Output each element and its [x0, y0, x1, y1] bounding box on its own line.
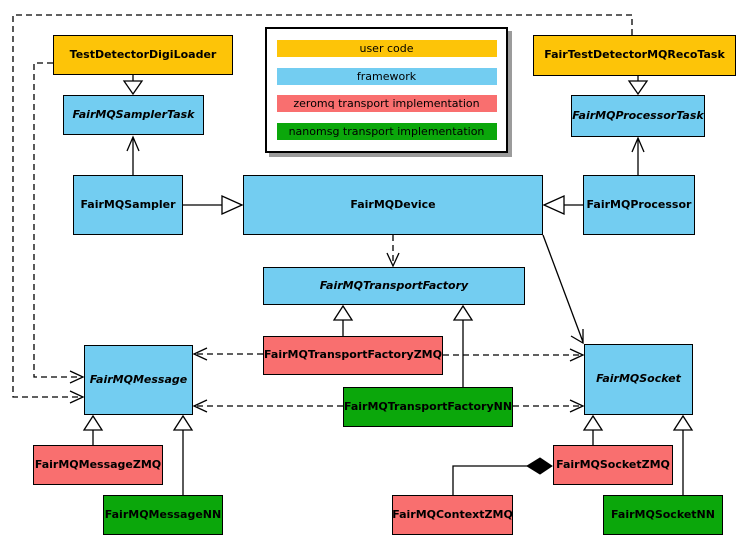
edge-sampler-device-inheritance [183, 194, 244, 216]
edge-digiloader-samplertask-inheritance [122, 75, 144, 96]
node-label: FairMQTransportFactoryNN [343, 399, 513, 413]
legend-item-nanomsg: nanomsg transport implementation [276, 123, 497, 141]
edge-processor-device-inheritance [542, 194, 583, 216]
edge-factorynn-message-dependency [192, 399, 343, 413]
legend-label: zeromq transport implementation [293, 97, 480, 111]
node-label: FairMQSocketZMQ [556, 457, 670, 471]
legend-label: user code [359, 41, 414, 55]
node-fairmqsampler: FairMQSampler [73, 175, 183, 235]
node-fairmqmessage: FairMQMessage [84, 345, 193, 415]
legend-item-zeromq: zeromq transport implementation [276, 95, 497, 113]
node-fairmqmessagezmq: FairMQMessageZMQ [33, 445, 163, 485]
edge-factorynn-socket-dependency [513, 399, 585, 413]
node-label: FairMQMessage [89, 372, 188, 386]
node-fairmqsocketzmq: FairMQSocketZMQ [553, 445, 673, 485]
legend: user code framework zeromq transport imp… [265, 27, 508, 153]
edge-device-factory-dependency [386, 235, 400, 268]
node-fairtestdetectormqrecotask: FairTestDetectorMQRecoTask [533, 35, 736, 76]
node-fairmqprocessor: FairMQProcessor [583, 175, 695, 235]
node-label: FairMQTransportFactory [319, 278, 469, 292]
node-fairmqsamplertask: FairMQSamplerTask [63, 95, 204, 135]
node-label: FairMQSocket [596, 372, 681, 386]
node-label: FairMQSamplerTask [72, 107, 195, 121]
node-label: TestDetectorDigiLoader [69, 47, 217, 61]
node-fairmqcontextzmq: FairMQContextZMQ [392, 495, 513, 535]
node-label: FairMQDevice [350, 197, 436, 211]
node-fairmqprocessortask: FairMQProcessorTask [571, 95, 705, 137]
node-testdetectordigiloader: TestDetectorDigiLoader [53, 35, 233, 75]
edge-device-socket-association [542, 234, 584, 345]
edge-socketnn-socket-inheritance [672, 414, 694, 495]
node-label: FairMQProcessor [586, 197, 692, 211]
edge-factoryzmq-factory-inheritance [332, 304, 354, 336]
node-fairmqtransportfactoryzmq: FairMQTransportFactoryZMQ [263, 336, 443, 375]
legend-label: nanomsg transport implementation [288, 125, 485, 139]
edge-factoryzmq-socket-dependency [443, 348, 585, 362]
edge-processor-processortask-association [631, 136, 645, 175]
node-label: FairMQContextZMQ [392, 507, 513, 521]
node-fairmqdevice: FairMQDevice [243, 175, 543, 235]
edge-messagezmq-message-inheritance [82, 414, 104, 445]
legend-label: framework [356, 69, 417, 83]
node-label: FairTestDetectorMQRecoTask [544, 48, 725, 62]
node-label: FairMQTransportFactoryZMQ [264, 348, 442, 362]
node-label: FairMQProcessorTask [572, 108, 704, 122]
node-fairmqtransportfactory: FairMQTransportFactory [263, 267, 525, 305]
edge-socketzmq-socket-inheritance [582, 414, 604, 445]
edge-factorynn-factory-inheritance [452, 304, 474, 387]
edge-sampler-samplertask-association [126, 135, 140, 175]
node-fairmqmessagenn: FairMQMessageNN [103, 495, 223, 535]
node-fairmqsocketnn: FairMQSocketNN [603, 495, 723, 535]
edge-contextzmq-socketzmq-composition [452, 457, 553, 495]
node-label: FairMQMessageNN [104, 507, 222, 521]
legend-item-user-code: user code [276, 39, 497, 57]
legend-item-framework: framework [276, 67, 497, 85]
node-label: FairMQMessageZMQ [34, 457, 162, 471]
edge-recotask-processortask-inheritance [627, 76, 649, 96]
edge-digiloader-to-message-dependency [33, 62, 85, 384]
edge-messagenn-message-inheritance [172, 414, 194, 495]
edge-recotask-to-message-dependency [12, 14, 633, 404]
node-fairmqtransportfactorynn: FairMQTransportFactoryNN [343, 387, 513, 427]
node-fairmqsocket: FairMQSocket [584, 344, 693, 415]
node-label: FairMQSocketNN [611, 507, 715, 521]
node-label: FairMQSampler [80, 197, 176, 211]
edge-factoryzmq-message-dependency [192, 347, 263, 361]
